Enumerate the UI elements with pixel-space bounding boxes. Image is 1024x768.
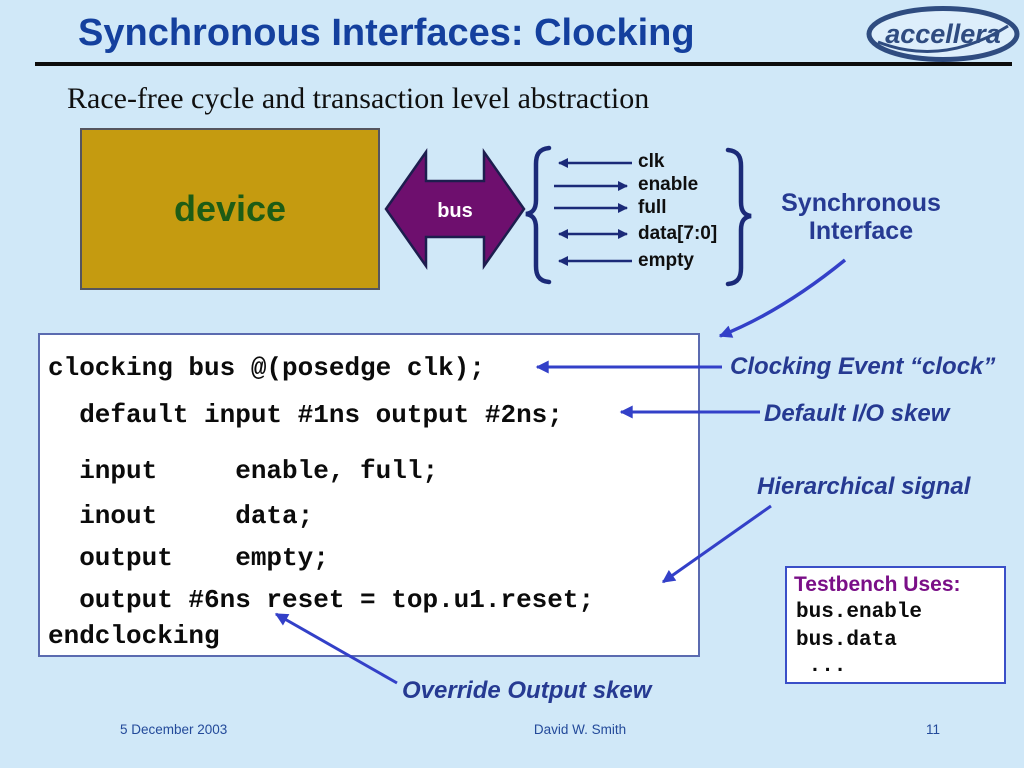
footer-author: David W. Smith [533, 722, 627, 737]
code-line-endclocking: endclocking [48, 621, 220, 651]
slide-subtitle: Race-free cycle and transaction level ab… [67, 82, 650, 115]
testbench-line-data: bus.data [796, 629, 897, 652]
bus-label: bus [437, 200, 473, 222]
code-line-clocking: clocking bus @(posedge clk); [48, 353, 485, 383]
signal-label-enable: enable [638, 174, 699, 195]
code-line-inout: inout data; [48, 501, 314, 531]
signal-label-full: full [638, 197, 667, 218]
testbench-title: Testbench Uses: [794, 573, 961, 596]
testbench-line-more: ... [796, 655, 847, 678]
synchronous-interface-line2: Interface [808, 217, 914, 245]
signal-label-empty: empty [638, 250, 694, 271]
accellera-logo: accellera [866, 6, 1020, 62]
signal-label-clk: clk [638, 151, 665, 172]
synchronous-interface-label: Synchronous Interface [752, 189, 970, 245]
code-line-input: input enable, full; [48, 456, 439, 486]
testbench-uses-box: Testbench Uses: bus.enable bus.data ... [785, 566, 1006, 684]
annotation-default-skew: Default I/O skew [764, 400, 950, 427]
testbench-line-enable: bus.enable [796, 601, 923, 624]
device-label: device [173, 188, 287, 229]
device-box: device [80, 128, 380, 290]
code-line-default: default input #1ns output #2ns; [48, 400, 563, 430]
interface-to-code-arrow [718, 258, 847, 338]
page-title: Synchronous Interfaces: Clocking [78, 12, 695, 54]
logo-swoosh [877, 24, 1009, 53]
code-line-output-skew: output #6ns reset = top.u1.reset; [48, 585, 595, 615]
footer-page-number: 11 [926, 722, 941, 737]
right-brace [725, 147, 752, 287]
bus-double-arrow [384, 148, 526, 270]
synchronous-interface-line1: Synchronous [781, 189, 941, 217]
annotation-clocking-event: Clocking Event “clock” [730, 353, 996, 380]
signal-label-data: data[7:0] [638, 223, 718, 244]
logo-ellipse [866, 6, 1020, 62]
code-line-output: output empty; [48, 543, 329, 573]
left-brace [525, 145, 552, 285]
clocking-code-box: clocking bus @(posedge clk); default inp… [38, 333, 700, 657]
annotation-hierarchical-signal: Hierarchical signal [757, 473, 971, 500]
title-divider [35, 62, 1012, 66]
annotation-override-skew: Override Output skew [402, 677, 652, 704]
footer-date: 5 December 2003 [120, 722, 228, 737]
logo-text: accellera [885, 19, 1001, 49]
